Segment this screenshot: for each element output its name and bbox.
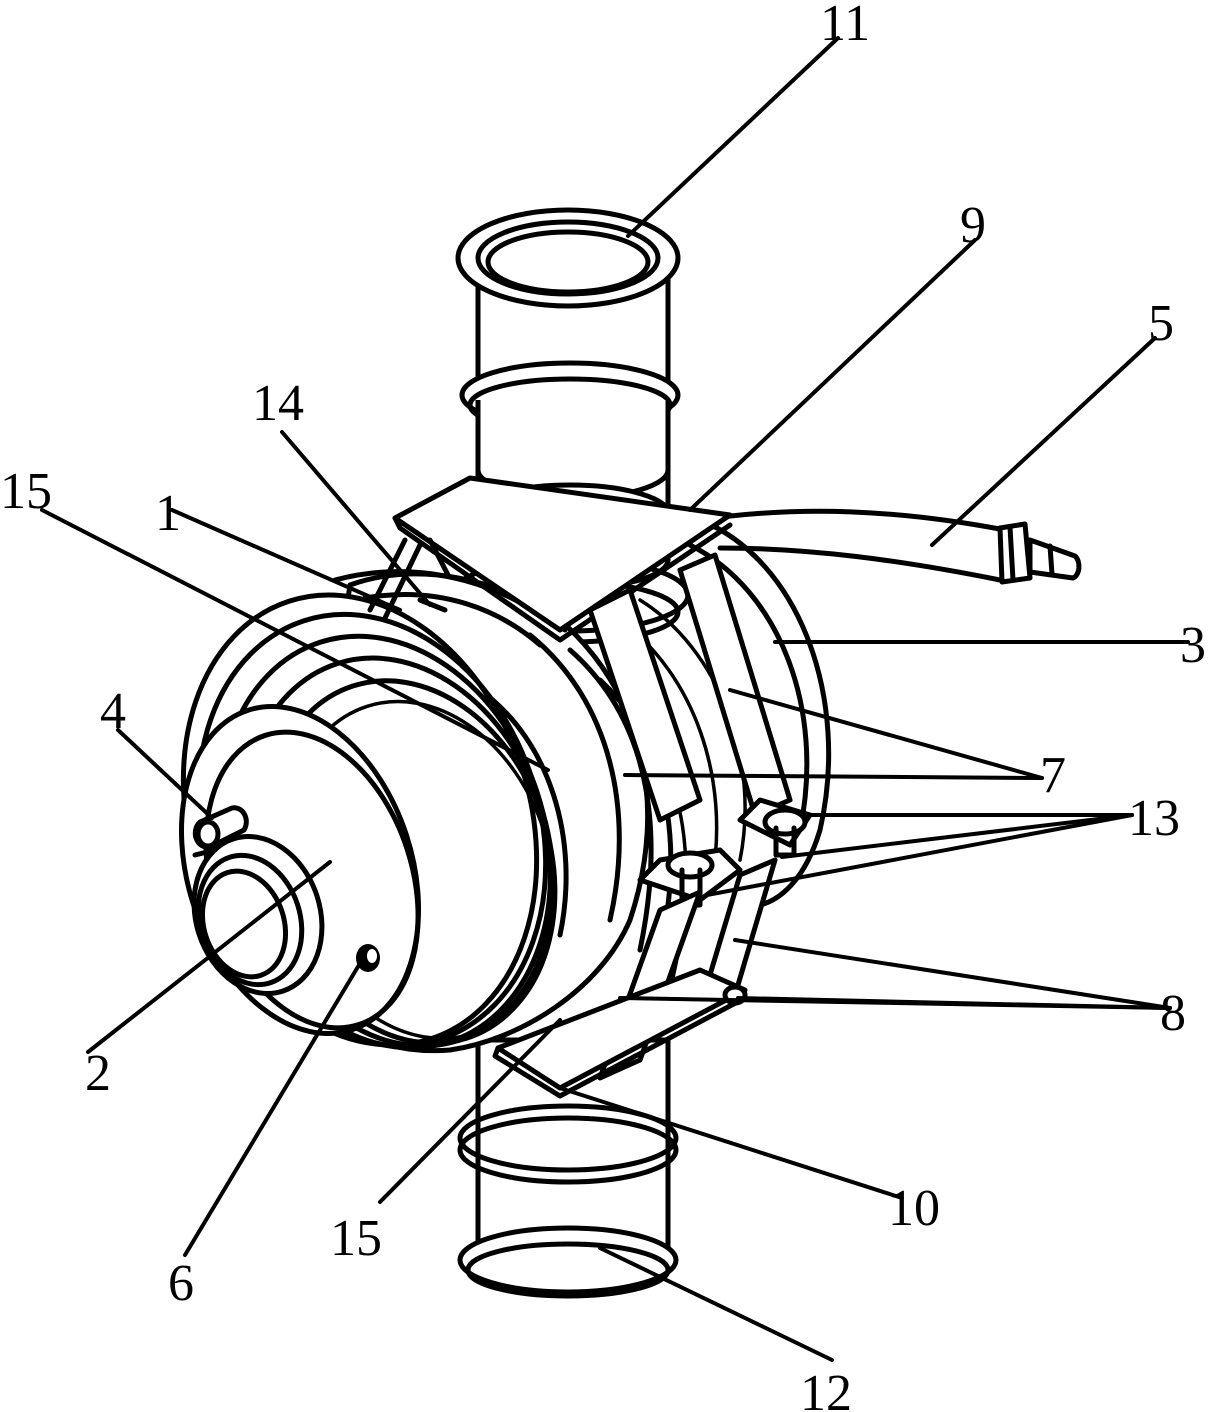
label-7: 7 — [1040, 747, 1066, 804]
label-14: 14 — [252, 375, 304, 432]
port-4 — [192, 805, 249, 858]
label-9: 9 — [960, 197, 986, 254]
label-1: 1 — [155, 485, 181, 542]
label-5: 5 — [1148, 295, 1174, 352]
upper-plate-9 — [392, 475, 733, 643]
label-15-lower: 15 — [330, 1210, 382, 1267]
brackets-7 — [367, 537, 793, 823]
screw-6 — [356, 944, 380, 972]
label-8: 8 — [1160, 985, 1186, 1042]
bolts-13 — [637, 797, 813, 908]
label-12: 12 — [800, 1365, 852, 1412]
label-2: 2 — [85, 1045, 111, 1102]
label-4: 4 — [100, 683, 126, 740]
label-3: 3 — [1180, 617, 1206, 674]
label-13: 13 — [1128, 790, 1180, 847]
lower-pipe — [457, 1037, 679, 1299]
leader-lines — [40, 36, 1190, 1362]
label-6: 6 — [168, 1255, 194, 1312]
label-15-upper: 15 — [0, 463, 52, 520]
label-11: 11 — [820, 0, 870, 52]
label-10: 10 — [888, 1180, 940, 1237]
hose-5 — [697, 508, 1082, 585]
